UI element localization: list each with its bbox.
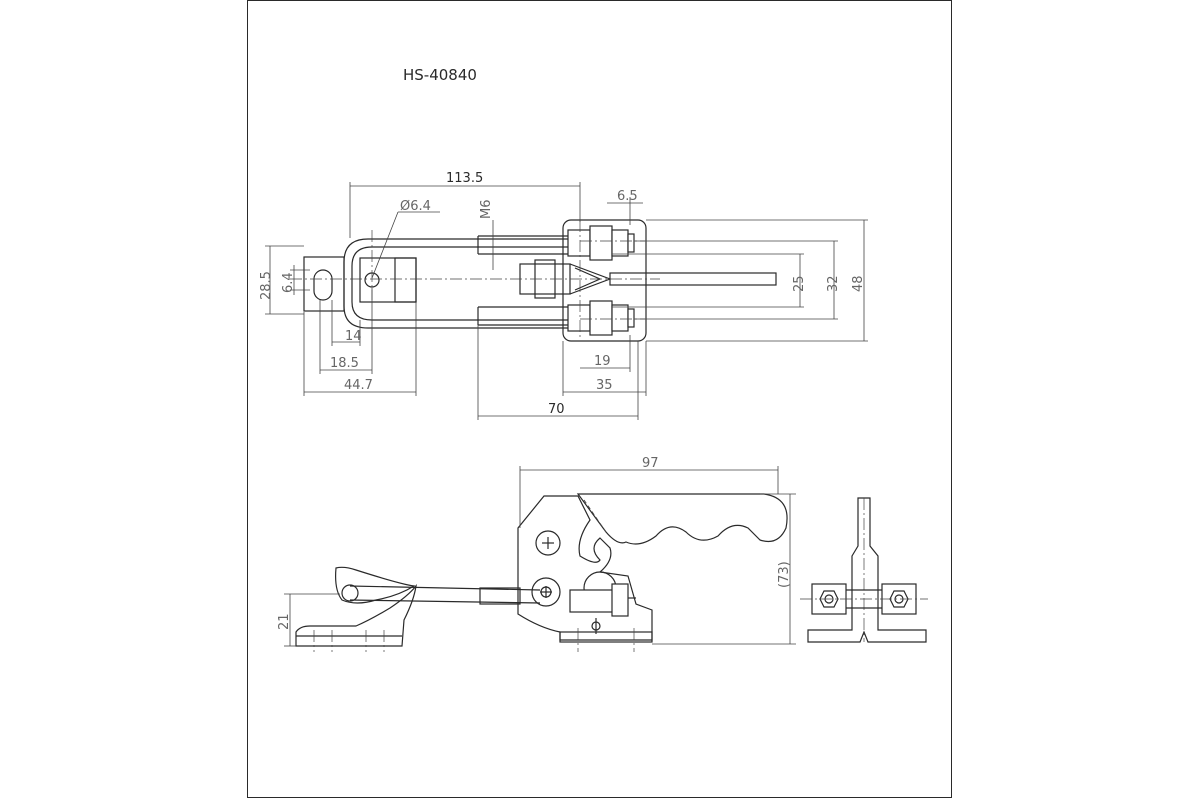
top-view: 113.5 6.5 Ø6.4 M6 28.5 6.4 14 18.5 xyxy=(259,171,868,420)
lower-nut-right xyxy=(611,304,629,332)
dim-35: 35 xyxy=(596,378,613,393)
dim-6-4: 6.4 xyxy=(281,272,296,293)
side-view: 97 (73) 21 xyxy=(277,456,796,652)
dim-6-5: 6.5 xyxy=(617,189,638,204)
base-plate xyxy=(562,219,647,342)
dim-21: 21 xyxy=(277,613,292,630)
clevis-jaw xyxy=(394,257,417,303)
dim-28-5: 28.5 xyxy=(259,271,274,300)
dim-113-5: 113.5 xyxy=(446,171,483,186)
end-bracket xyxy=(807,497,927,643)
link-circle-left xyxy=(531,577,561,607)
dim-44-7: 44.7 xyxy=(344,378,373,393)
dim-70: 70 xyxy=(548,402,565,417)
u-bolt-inner xyxy=(351,246,589,321)
upper-nut-left xyxy=(567,229,591,257)
hook-plate xyxy=(303,256,345,312)
drawing-border xyxy=(247,0,952,798)
hook-slot xyxy=(313,269,333,301)
dim-18-5: 18.5 xyxy=(330,356,359,371)
dim-m6: M6 xyxy=(479,200,494,220)
dim-diameter: Ø6.4 xyxy=(400,199,431,214)
drawing-title: HS-40840 xyxy=(403,66,477,84)
end-view xyxy=(800,497,928,643)
clamp-body xyxy=(517,495,653,641)
upper-nut-right xyxy=(611,229,629,257)
dim-97: 97 xyxy=(642,456,659,471)
handle-grip xyxy=(576,493,788,545)
dim-19: 19 xyxy=(594,354,611,369)
clevis-block xyxy=(359,257,417,303)
dim-14: 14 xyxy=(345,329,362,344)
dim-73: (73) xyxy=(777,561,792,588)
u-bolt-outer xyxy=(343,238,589,329)
dim-25: 25 xyxy=(792,275,807,292)
latch-hook xyxy=(295,583,417,647)
threaded-rod xyxy=(479,587,521,605)
pivot-circle xyxy=(535,530,561,556)
dim-48: 48 xyxy=(851,275,866,292)
lower-nut-left xyxy=(567,304,591,332)
base-foot xyxy=(559,631,653,643)
dim-32: 32 xyxy=(826,275,841,292)
